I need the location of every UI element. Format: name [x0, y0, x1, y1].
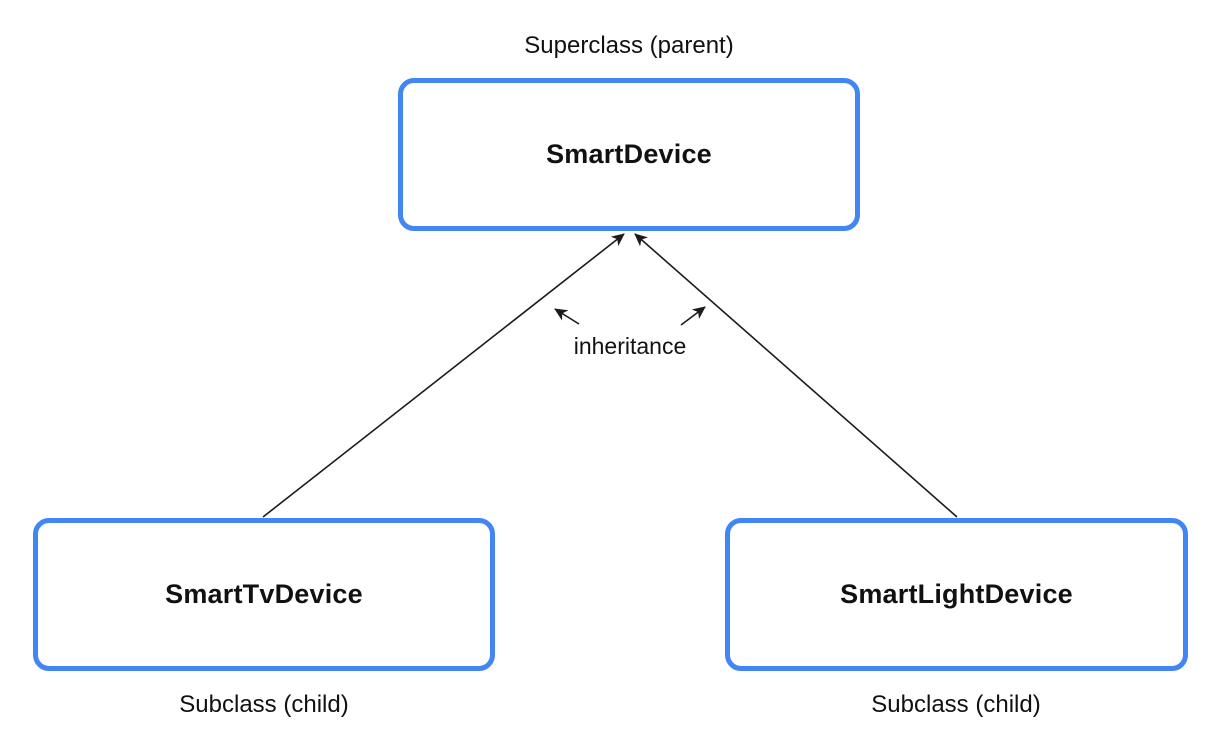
inheritance-arrow-left: [262, 233, 625, 518]
subclass-caption-left: Subclass (child): [179, 691, 349, 718]
subclass-caption-right: Subclass (child): [871, 691, 1041, 718]
subclass-box-smartlightdevice: SmartLightDevice: [725, 518, 1188, 671]
inheritance-label-pointer-left: [554, 308, 580, 325]
inheritance-label: inheritance: [573, 333, 687, 359]
inheritance-arrow-right: [634, 233, 958, 518]
subclass-name-smarttvdevice: SmartTvDevice: [165, 579, 363, 609]
superclass-name: SmartDevice: [546, 139, 712, 169]
inheritance-label-pointer-right: [680, 306, 706, 326]
superclass-box: SmartDevice: [398, 78, 860, 231]
subclass-box-smarttvdevice: SmartTvDevice: [33, 518, 495, 671]
superclass-caption: Superclass (parent): [524, 32, 734, 59]
subclass-name-smartlightdevice: SmartLightDevice: [840, 579, 1073, 609]
